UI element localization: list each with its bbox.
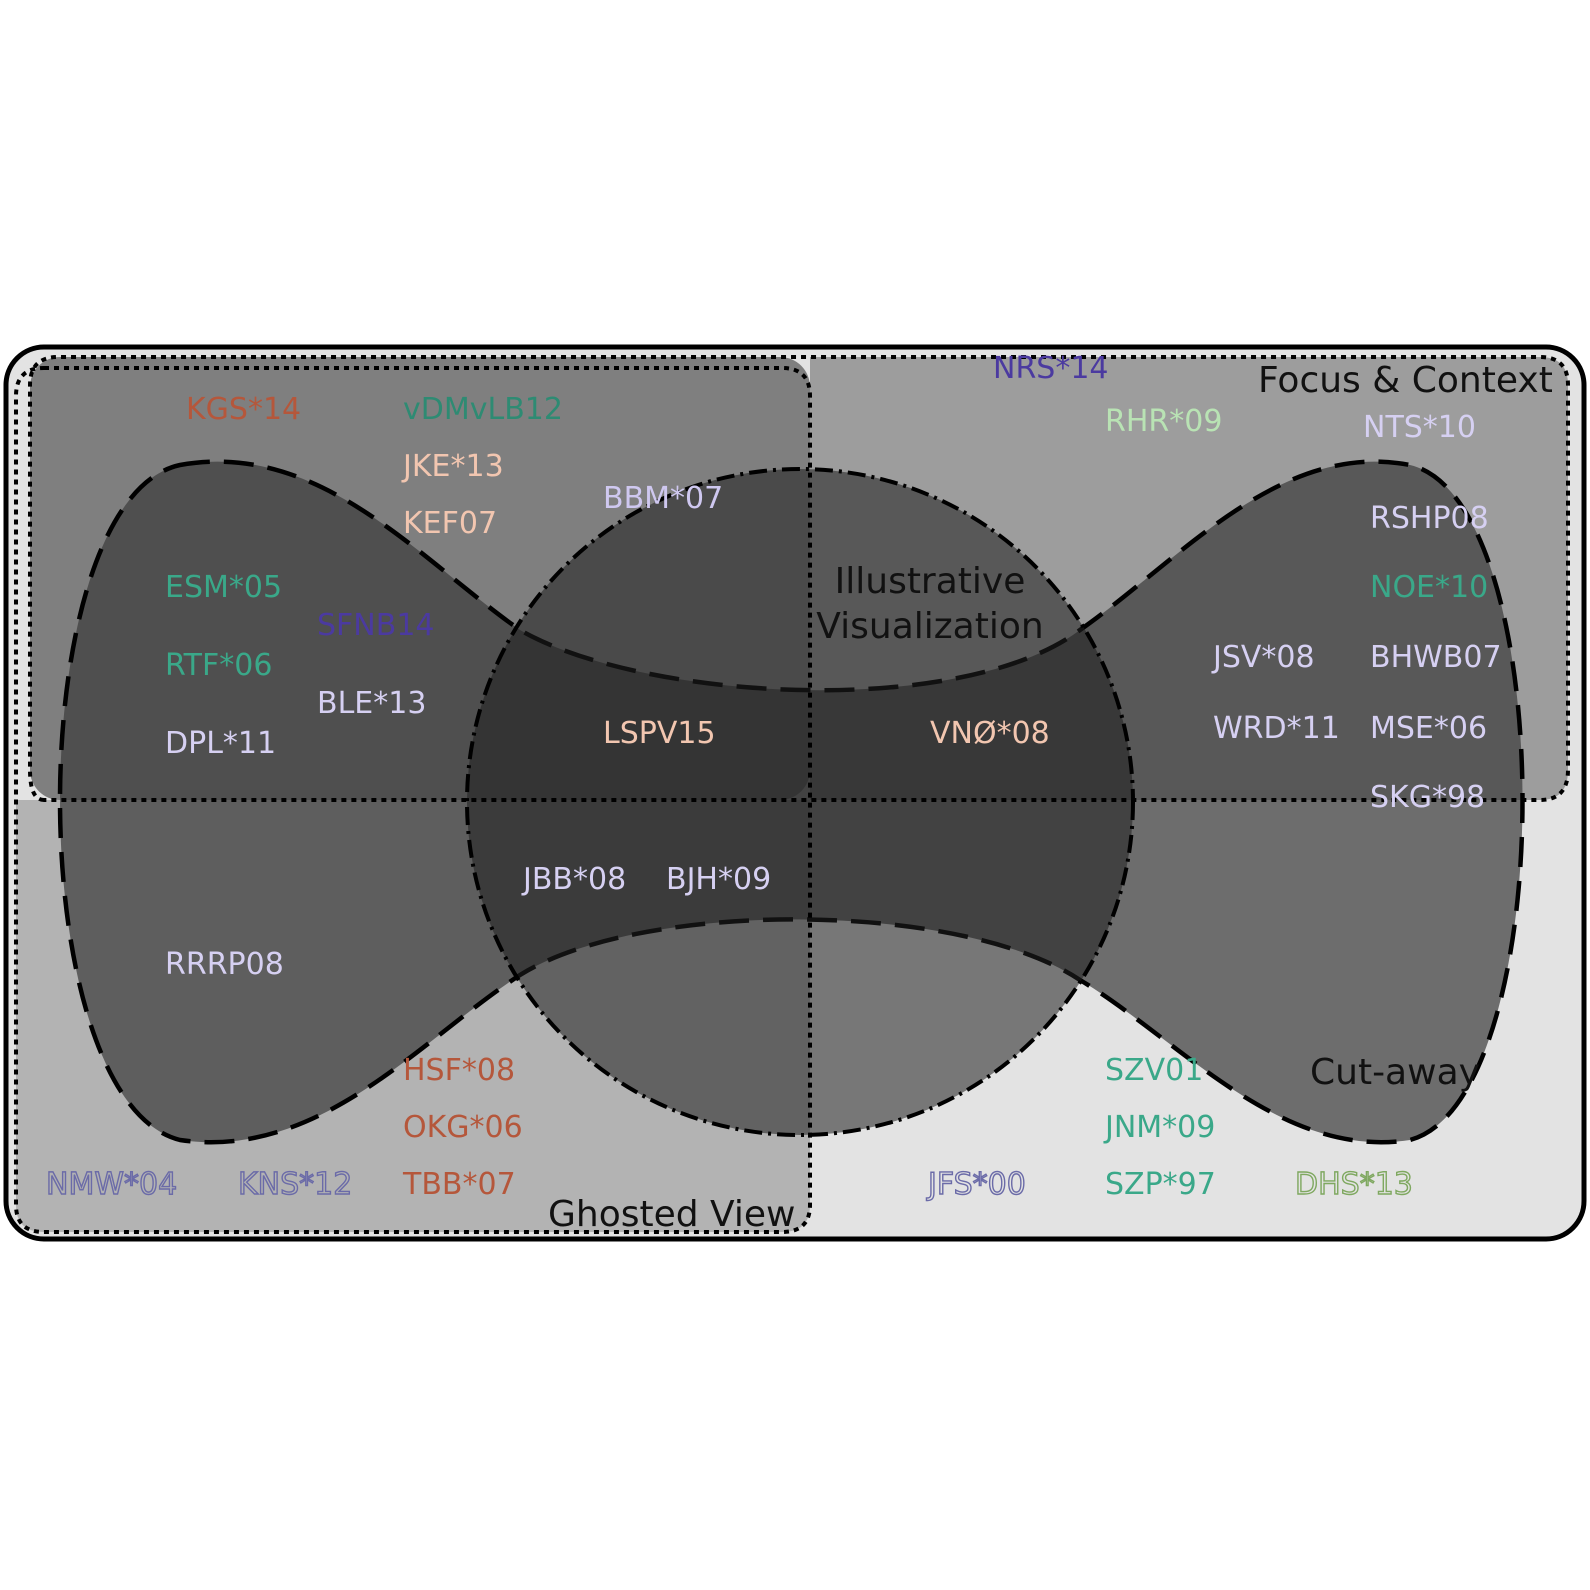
ref-kgs14: KGS*14 [186, 392, 301, 427]
ref-rtf06: RTF*06 [165, 648, 272, 683]
ref-rrrp08: RRRP08 [165, 947, 284, 982]
ref-esm05: ESM*05 [165, 570, 282, 605]
ref-noe10: NOE*10 [1370, 570, 1488, 605]
ref-jbb08: JBB*08 [521, 862, 626, 897]
ref-kns12: KNS*12 [238, 1167, 352, 1202]
ref-jsv08: JSV*08 [1211, 640, 1315, 675]
ref-vdmvlb12: vDMvLB12 [403, 392, 563, 427]
ref-dhs13: DHS*13 [1295, 1167, 1413, 1202]
ref-wrd11: WRD*11 [1213, 711, 1340, 746]
ref-rshp08: RSHP08 [1370, 501, 1489, 536]
ref-nrs14: NRS*14 [993, 351, 1109, 386]
ref-jfs00: JFS*00 [926, 1167, 1026, 1202]
ref-nts10: NTS*10 [1363, 410, 1476, 445]
ref-jke13: JKE*13 [401, 449, 504, 484]
cut-away-title: Cut-away [1310, 1052, 1480, 1093]
ref-nmw04: NMW*04 [46, 1167, 177, 1202]
focus-context-title: Focus & Context [1258, 360, 1553, 401]
ref-bbm07: BBM*07 [603, 481, 723, 516]
ref-jnm09: JNM*09 [1103, 1110, 1215, 1145]
ref-skg98: SKG*98 [1370, 780, 1485, 815]
ghosted-view-title: Ghosted View [548, 1194, 795, 1235]
ref-ble13: BLE*13 [317, 686, 426, 721]
ref-szp97: SZP*97 [1105, 1167, 1216, 1202]
ref-lspv15: LSPV15 [603, 716, 716, 751]
ref-hsf08: HSF*08 [403, 1053, 515, 1088]
ref-bhwb07: BHWB07 [1370, 640, 1502, 675]
ref-szv01: SZV01 [1105, 1053, 1203, 1088]
ref-mse06: MSE*06 [1370, 711, 1487, 746]
ref-bjh09: BJH*09 [666, 862, 771, 897]
ref-kef07: KEF07 [403, 506, 497, 541]
ref-tbb07: TBB*07 [402, 1167, 516, 1202]
ref-sfnb14: SFNB14 [317, 608, 435, 643]
ref-vno08: VNØ*08 [930, 716, 1050, 751]
illustrative-visualization-title-line2: Visualization [816, 606, 1043, 647]
ref-rhr09: RHR*09 [1105, 404, 1222, 439]
ref-okg06: OKG*06 [403, 1110, 523, 1145]
ref-dpl11: DPL*11 [165, 726, 276, 761]
illustrative-visualization-title-line1: Illustrative [835, 561, 1026, 602]
